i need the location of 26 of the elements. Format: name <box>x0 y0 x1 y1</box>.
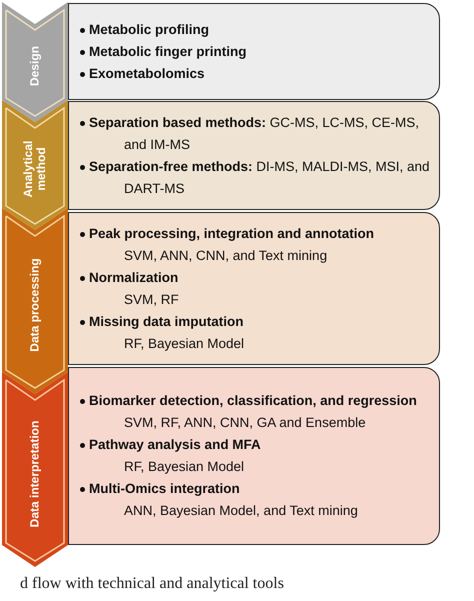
stage-label: Data processing <box>28 257 42 354</box>
bullet-heading: Pathway analysis and MFA <box>79 434 437 456</box>
bullet-heading: Metabolic profiling <box>79 18 437 40</box>
method-list: SVM, RF, ANN, CNN, GA and Ensemble <box>79 412 437 434</box>
bullet-heading: Metabolic finger printing <box>79 40 437 62</box>
method-list: ANN, Bayesian Model, and Text mining <box>79 500 437 522</box>
stage-label: Analytical method <box>22 140 48 200</box>
content-panel <box>68 3 440 100</box>
bullet-item: Separation based methods: GC-MS, LC-MS, CE-MS, and IM-MS <box>79 112 437 156</box>
bullet-heading: Missing data imputation <box>79 310 437 332</box>
stage-label: Design <box>28 45 42 88</box>
bullet-item: Separation-free methods: DI-MS, MALDI-MS, MSI, and DART-MS <box>79 156 437 200</box>
caption: d flow with technical and analytical tools <box>20 574 284 594</box>
method-list: RF, Bayesian Model <box>79 456 437 478</box>
stage-label: Data interpretation <box>28 419 42 528</box>
content-panel <box>68 212 440 365</box>
method-list: SVM, ANN, CNN, and Text mining <box>79 244 437 266</box>
bullet-heading: Exometabolomics <box>79 62 437 84</box>
method-list: SVM, RF <box>79 288 437 310</box>
method-list: RF, Bayesian Model <box>79 332 437 354</box>
bullet-heading: Biomarker detection, classification, and regression <box>79 390 437 412</box>
content-panel <box>68 101 440 210</box>
bullet-heading: Normalization <box>79 266 437 288</box>
content-panel <box>68 367 440 545</box>
bullet-heading: Multi-Omics integration <box>79 478 437 500</box>
bullet-heading: Peak processing, integration and annotation <box>79 222 437 244</box>
